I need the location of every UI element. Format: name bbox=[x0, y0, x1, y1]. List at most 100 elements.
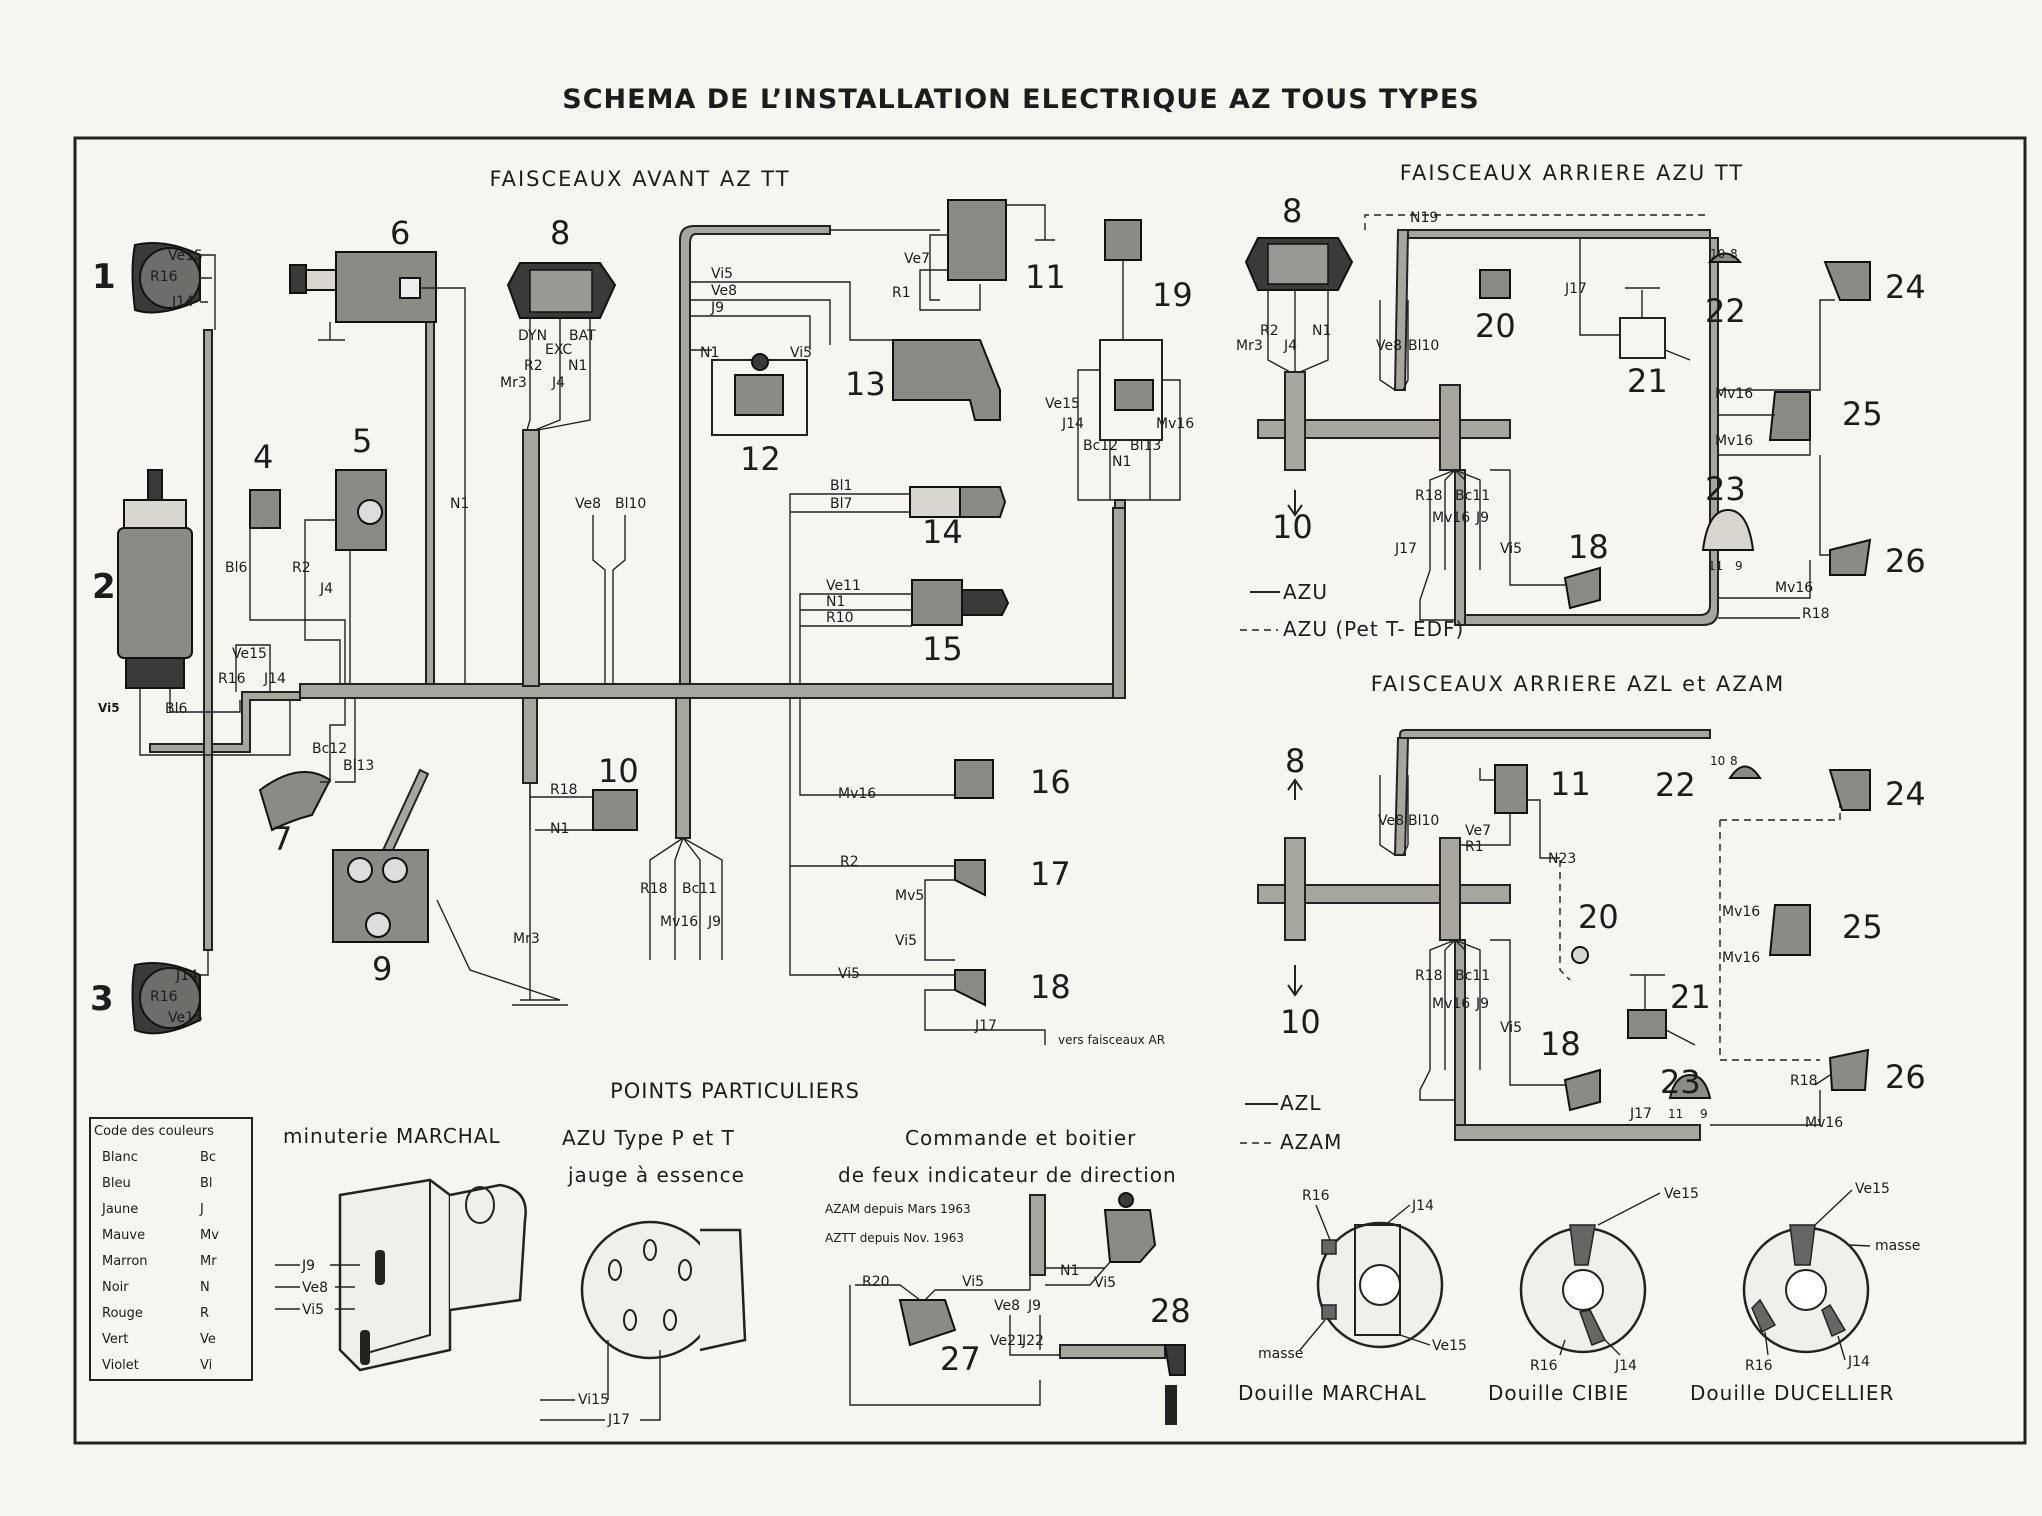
cc-code-3: Mv bbox=[200, 1228, 219, 1243]
label-7: 7 bbox=[272, 820, 292, 858]
rear-azu-harness bbox=[1257, 214, 1719, 626]
wire-azl-mv16d: Mv16 bbox=[1805, 1115, 1843, 1131]
indicator-note-2: AZTT depuis Nov. 1963 bbox=[825, 1231, 964, 1245]
wire-r2-5: R2 bbox=[292, 560, 311, 576]
component-13: 13 bbox=[845, 339, 1001, 421]
wire-azl-n23: N23 bbox=[1548, 851, 1576, 867]
label-azu-8: 8 bbox=[1282, 192, 1302, 230]
label-13: 13 bbox=[845, 365, 886, 403]
starter-6: 6 N1 bbox=[289, 214, 469, 684]
wire-azu-bl10: Bl10 bbox=[1408, 338, 1439, 354]
wire-r10-15: R10 bbox=[826, 610, 854, 626]
wire-azu-vi5: Vi5 bbox=[1500, 541, 1522, 557]
wire-r16-3: R16 bbox=[150, 989, 178, 1005]
label-15: 15 bbox=[922, 630, 963, 668]
note-vers-faisceaux: vers faisceaux AR bbox=[1058, 1033, 1165, 1047]
cc-code-1: Bl bbox=[200, 1176, 213, 1191]
section-title-rear-azu: FAISCEAUX ARRIERE AZU TT bbox=[1400, 161, 1744, 185]
component-14: 14 Bl1 Bl7 bbox=[789, 478, 1007, 684]
wire-azl-mv16c: Mv16 bbox=[1432, 996, 1470, 1012]
rear-azl-components: 8 10 Ve8 Bl10 11 Ve7 R1 N23 20 21 22 10 … bbox=[1240, 742, 1926, 1154]
wire-azu-j17b: J17 bbox=[1394, 541, 1417, 557]
label-azl-10: 10 bbox=[1280, 1003, 1321, 1041]
label-2: 2 bbox=[92, 567, 116, 607]
wire-azl-9: 9 bbox=[1700, 1107, 1708, 1121]
label-azl-23: 23 bbox=[1660, 1063, 1701, 1101]
wire-dyn-8: DYN bbox=[518, 328, 547, 344]
minuterie-wire-vi5: Vi5 bbox=[302, 1302, 324, 1318]
indicator-wire-ve21: Ve21 bbox=[990, 1333, 1025, 1349]
wire-azu-10: 10 bbox=[1710, 247, 1725, 261]
label-azl-8: 8 bbox=[1285, 742, 1305, 780]
page-title: SCHEMA DE L’INSTALLATION ELECTRIQUE AZ T… bbox=[562, 84, 1479, 115]
indicator-wire-n1: N1 bbox=[1060, 1263, 1079, 1279]
wire-azu-mv16a: Mv16 bbox=[1715, 386, 1753, 402]
wire-azl-ve7: Ve7 bbox=[1465, 823, 1491, 839]
label-azl-21: 21 bbox=[1670, 978, 1711, 1016]
label-azu-10: 10 bbox=[1272, 508, 1313, 546]
harness-left-branch bbox=[149, 691, 301, 753]
label-10: 10 bbox=[598, 752, 639, 790]
wire-n1-8: N1 bbox=[568, 358, 587, 374]
color-code-table: Code des couleurs Blanc Bc Bleu Bl Jaune… bbox=[89, 1117, 253, 1381]
connector-ve8-bl10: Ve8 Bl10 bbox=[575, 496, 646, 684]
ducellier-wire-ve15: Ve15 bbox=[1855, 1181, 1890, 1197]
marchal-label-1: Douille bbox=[1238, 1381, 1314, 1405]
harness-branch-6 bbox=[425, 299, 435, 685]
section-title-rear-azl: FAISCEAUX ARRIERE AZL et AZAM bbox=[1371, 672, 1786, 696]
marchal-wire-r16: R16 bbox=[1302, 1188, 1330, 1204]
wire-vi5-2: Vi5 bbox=[98, 701, 120, 715]
wire-azu-mv16c: Mv16 bbox=[1775, 580, 1813, 596]
label-azl-18: 18 bbox=[1540, 1025, 1581, 1063]
label-azu-23: 23 bbox=[1705, 470, 1746, 508]
cc-name-2: Jaune bbox=[101, 1202, 138, 1217]
cc-name-6: Rouge bbox=[102, 1306, 143, 1321]
label-14: 14 bbox=[922, 513, 963, 551]
marchal-label-2: MARCHAL bbox=[1322, 1381, 1427, 1405]
label-12: 12 bbox=[740, 440, 781, 478]
wire-r2-8: R2 bbox=[524, 358, 543, 374]
legend-azu-solid: AZU bbox=[1283, 580, 1328, 604]
wire-r2-17: R2 bbox=[840, 854, 859, 870]
wire-mv5-17: Mv5 bbox=[895, 888, 924, 904]
component-7: 7 Bc12 Bl13 bbox=[258, 698, 374, 858]
label-azu-20: 20 bbox=[1475, 307, 1516, 345]
wire-j4-8: J4 bbox=[551, 375, 565, 391]
indicator-control: Commande et boitier de feux indicateur d… bbox=[825, 1126, 1191, 1425]
wire-azl-mv16b: Mv16 bbox=[1722, 950, 1760, 966]
wire-azl-r18: R18 bbox=[1790, 1073, 1818, 1089]
wire-azu-mv16b: Mv16 bbox=[1715, 433, 1753, 449]
wire-j9-b: J9 bbox=[707, 914, 721, 930]
label-18: 18 bbox=[1030, 968, 1071, 1006]
cc-name-1: Bleu bbox=[102, 1176, 131, 1191]
wire-vi5-17: Vi5 bbox=[895, 933, 917, 949]
regulator-8: 8 DYN BAT EXC R2 N1 Mr3 J4 bbox=[500, 214, 617, 431]
wire-azl-bc11: Bc11 bbox=[1455, 968, 1490, 984]
component-12: 12 N1 Vi5 Vi5 Ve8 J9 bbox=[690, 266, 895, 478]
cibie-wire-r16: R16 bbox=[1530, 1358, 1558, 1374]
marchal-wire-j14: J14 bbox=[1411, 1198, 1434, 1214]
wire-azl-10: 10 bbox=[1710, 754, 1725, 768]
wire-j17-18: J17 bbox=[974, 1018, 997, 1034]
wire-mv16-16: Mv16 bbox=[838, 786, 876, 802]
wire-n19: N19 bbox=[1410, 210, 1438, 226]
wire-ve8-13: Ve8 bbox=[711, 283, 737, 299]
indicator-note-1: AZAM depuis Mars 1963 bbox=[825, 1202, 971, 1216]
wire-bc12-19: Bc12 bbox=[1083, 438, 1118, 454]
wire-ve11-15: Ve11 bbox=[826, 578, 861, 594]
socket-cibie: Ve15 R16 J14 Douille CIBIE bbox=[1488, 1186, 1699, 1405]
component-17: 17 R2 Mv5 Vi5 bbox=[789, 698, 1071, 961]
harness-branch-10 bbox=[522, 697, 538, 784]
cc-code-2: J bbox=[199, 1202, 204, 1217]
label-6: 6 bbox=[390, 214, 410, 252]
wire-azu-ve8: Ve8 bbox=[1376, 338, 1402, 354]
wire-bl13-7: Bl13 bbox=[343, 758, 374, 774]
harness-branch-up bbox=[679, 225, 831, 685]
wire-azu-9: 9 bbox=[1735, 559, 1743, 573]
component-18: 18 Vi5 J17 vers faisceaux AR bbox=[789, 866, 1165, 1047]
label-27: 27 bbox=[940, 1340, 981, 1378]
ducellier-label-2: DUCELLIER bbox=[1774, 1381, 1894, 1405]
wire-n1-19: N1 bbox=[1112, 454, 1131, 470]
wire-ve15-3: Ve15 bbox=[168, 1010, 203, 1026]
